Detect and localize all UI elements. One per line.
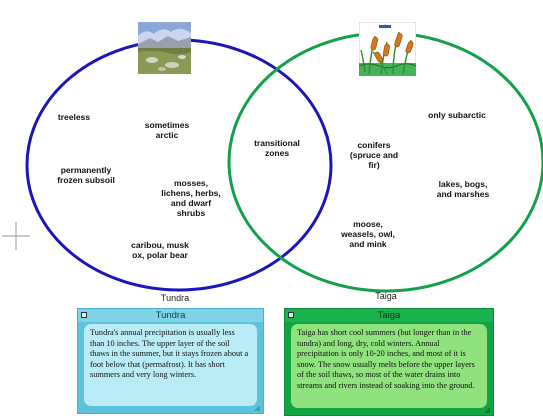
taiga-circle-title: Taiga [375, 291, 397, 301]
taiga-note-titlebar[interactable]: Taiga [285, 309, 493, 322]
crosshair-cursor-icon [2, 222, 30, 250]
taiga-note-resize-grip-icon[interactable] [484, 407, 491, 414]
tundra-note-resize-grip-icon[interactable] [254, 405, 261, 412]
label-treeless: treeless [57, 112, 91, 122]
label-permafrost: permanently frozen subsoil [57, 165, 115, 185]
tundra-note[interactable]: Tundra Tundra's annual precipitation is … [77, 308, 264, 414]
taiga-note-body[interactable]: Taiga has short cool summers (but longer… [291, 324, 487, 408]
taiga-note-close-button[interactable] [288, 312, 294, 318]
tundra-note-title: Tundra [155, 310, 186, 321]
label-only-subarctic: only subarctic [428, 110, 486, 120]
taiga-note[interactable]: Taiga Taiga has short cool summers (but … [284, 308, 494, 416]
label-sometimes-arctic: sometimes arctic [144, 120, 190, 140]
tundra-note-close-button[interactable] [81, 312, 87, 318]
label-lakes: lakes, bogs, and marshes [436, 179, 490, 199]
cattails-picture [359, 22, 416, 76]
tundra-circle-title: Tundra [160, 293, 190, 303]
tundra-note-titlebar[interactable]: Tundra [78, 309, 263, 322]
label-moose: moose, weasels, owl, and mink [341, 219, 395, 249]
taiga-note-title: Taiga [377, 310, 401, 321]
label-conifers: conifers (spruce and fir) [349, 140, 399, 170]
tundra-note-body[interactable]: Tundra's annual precipitation is usually… [84, 324, 257, 406]
label-transitional: transitional zones [254, 138, 300, 158]
tundra-landscape-picture [138, 22, 191, 74]
label-caribou: caribou, musk ox, polar bear [131, 240, 189, 260]
label-mosses: mosses, lichens, herbs, and dwarf shrubs [161, 178, 221, 218]
